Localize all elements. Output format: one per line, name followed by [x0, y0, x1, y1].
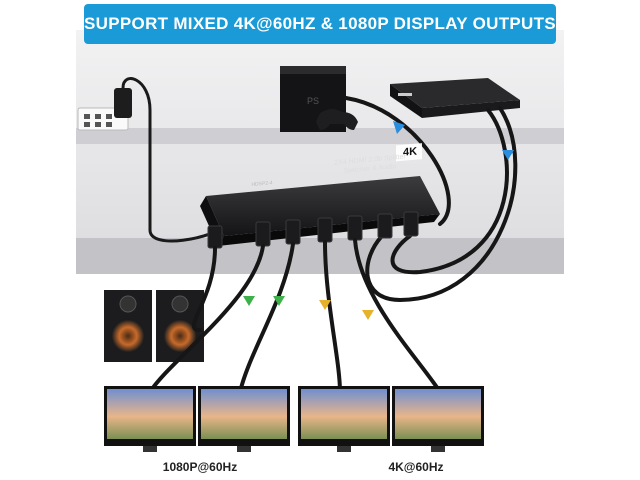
- model-label: HDSP2-4: [251, 180, 272, 188]
- headline-banner: SUPPORT MIXED 4K@60HZ & 1080P DISPLAY OU…: [84, 4, 556, 44]
- monitor-4: [392, 386, 484, 452]
- speaker-right: [156, 290, 204, 362]
- caption-1080p: 1080P@60Hz: [134, 457, 266, 477]
- media-player: [390, 78, 520, 118]
- splitter-title-2: Switcher & Audio: [344, 163, 397, 175]
- output-cables: [148, 238, 442, 394]
- arrow-yellow-1: [319, 300, 331, 310]
- input-arrow-blue-2: [502, 150, 514, 160]
- power-adapter: [114, 77, 235, 243]
- arrow-green-1: [243, 296, 255, 306]
- monitor-2: [198, 386, 290, 452]
- monitor-3: [298, 386, 390, 452]
- input-arrow-blue-1: [393, 121, 405, 134]
- svg-text:PS: PS: [307, 96, 319, 106]
- arrow-green-2: [273, 296, 285, 306]
- arrow-yellow-2: [362, 310, 374, 320]
- caption-4k: 4K@60Hz: [350, 457, 482, 477]
- game-controller: [316, 109, 358, 130]
- input-cables: [344, 96, 518, 303]
- monitor-1: [104, 386, 196, 452]
- hdmi-plugs: [207, 211, 419, 249]
- speaker-left: [104, 290, 152, 362]
- brand-mark: 4K: [403, 146, 417, 159]
- headline-text: SUPPORT MIXED 4K@60HZ & 1080P DISPLAY OU…: [84, 14, 556, 33]
